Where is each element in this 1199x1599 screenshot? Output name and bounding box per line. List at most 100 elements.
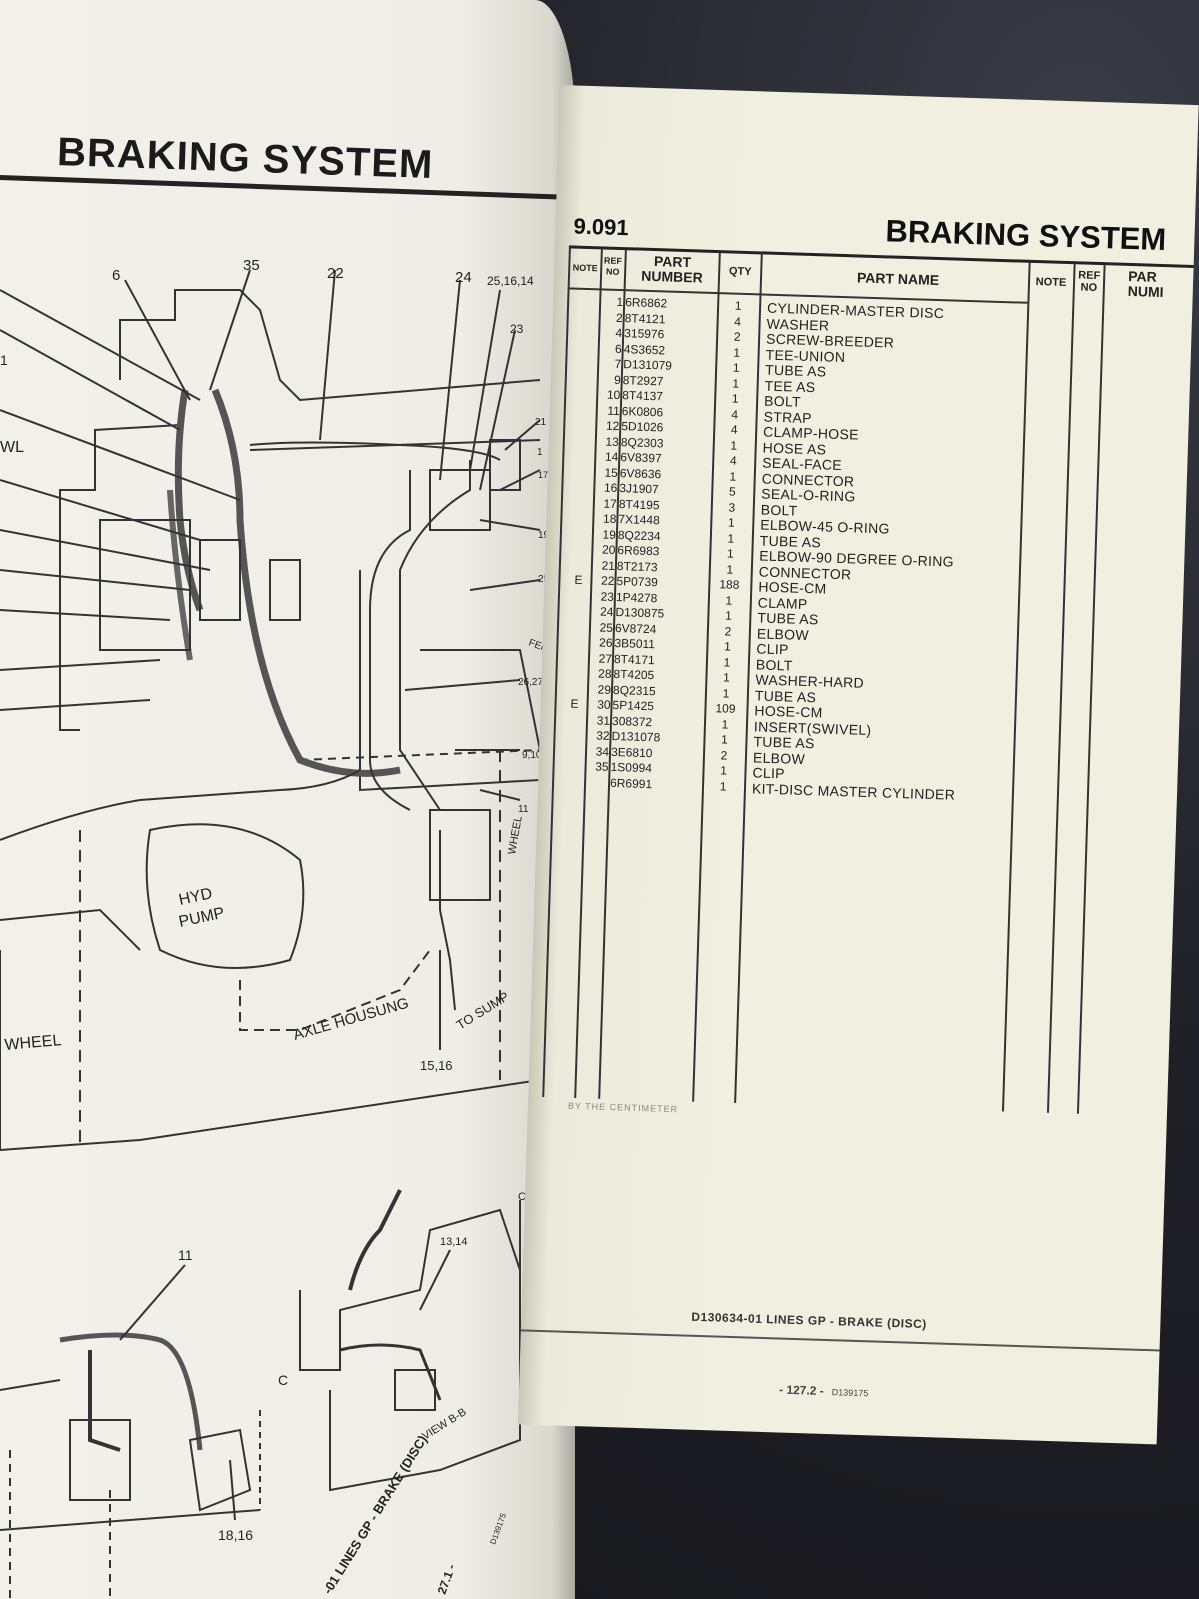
note-cell bbox=[566, 526, 594, 527]
ref-no-cell bbox=[584, 775, 608, 776]
part-name-cell: BOLT bbox=[763, 392, 802, 410]
header-ref-2-2: NO bbox=[1080, 281, 1098, 294]
header-part-2-2: NUMI bbox=[1127, 282, 1164, 301]
qty-cell: 1 bbox=[719, 778, 727, 794]
qty-cell: 3 bbox=[728, 500, 736, 515]
centimeter-note: BY THE CENTIMETER bbox=[567, 1100, 679, 1115]
qty-cell: 1 bbox=[727, 515, 735, 530]
view-bb-label: VIEW B-B bbox=[420, 1406, 468, 1442]
qty-cell: 1 bbox=[732, 376, 740, 391]
ref-no-cell: 20 bbox=[601, 542, 616, 557]
note-cell bbox=[566, 541, 594, 542]
header-note: NOTE bbox=[572, 262, 598, 274]
part-number-cell: 8T4171 bbox=[613, 651, 655, 667]
qty-cell: 1 bbox=[729, 469, 737, 484]
ref-no-cell: 19 bbox=[602, 527, 617, 542]
ref-no-cell: 9 bbox=[613, 372, 621, 387]
note-cell bbox=[570, 402, 598, 403]
ref-no-cell: 25 bbox=[599, 620, 614, 635]
qty-cell: 1 bbox=[721, 716, 729, 732]
part-number-cell: 6R6862 bbox=[624, 295, 668, 311]
part-number-cell: 1S0994 bbox=[610, 759, 653, 776]
diagram-linework bbox=[0, 269, 541, 1599]
header-note-2: NOTE bbox=[1035, 276, 1067, 289]
ref-no-cell: 22 bbox=[600, 573, 615, 588]
qty-cell: 1 bbox=[731, 391, 739, 406]
part-number-cell: 8T2173 bbox=[616, 558, 658, 574]
section-number: 9.091 bbox=[573, 213, 630, 241]
note-cell bbox=[569, 448, 597, 449]
note-cell bbox=[567, 510, 595, 511]
ref-no-cell: 16 bbox=[603, 480, 618, 495]
qty-cell: 1 bbox=[733, 345, 741, 360]
page-code: D139175 bbox=[831, 1387, 869, 1399]
part-name-cell: CLIP bbox=[752, 764, 786, 782]
cut-label-wl: WL bbox=[0, 439, 24, 456]
right-page-footer: D130634-01 LINES GP - BRAKE (DISC) bbox=[691, 1309, 927, 1332]
cut-label-1: 1 bbox=[0, 352, 8, 368]
axle-housing-label: AXLE HOUSUNG bbox=[291, 995, 410, 1044]
callout-19: 19 bbox=[538, 530, 550, 541]
qty-cell: 4 bbox=[731, 407, 739, 422]
ref-no-cell: 35 bbox=[595, 759, 609, 774]
qty-cell: 188 bbox=[719, 577, 740, 592]
part-number-cell: 8Q2234 bbox=[617, 527, 661, 543]
ref-no-cell: 29 bbox=[597, 681, 612, 697]
part-name-cell: BOLT bbox=[760, 501, 798, 519]
note-cell bbox=[560, 727, 588, 728]
ref-no-cell: 32 bbox=[596, 728, 610, 743]
header-ref-2-1: REF bbox=[1078, 269, 1101, 283]
part-number-cell: 8Q2315 bbox=[612, 682, 656, 698]
callout-15-16: 15,16 bbox=[420, 1058, 453, 1073]
note-cell bbox=[558, 774, 586, 775]
qty-cell: 4 bbox=[734, 314, 742, 329]
ref-no-cell: 14 bbox=[604, 449, 619, 465]
part-number-cell: D130875 bbox=[615, 605, 665, 621]
part-number-cell: 6R6983 bbox=[617, 543, 660, 559]
part-name-cell: CLIP bbox=[756, 640, 789, 658]
callout-21: 21 bbox=[535, 417, 547, 428]
note-cell bbox=[572, 340, 600, 341]
part-number-cell: 7X1448 bbox=[618, 512, 660, 528]
part-number-cell: 5P0739 bbox=[616, 574, 659, 590]
callout-35: 35 bbox=[243, 257, 260, 274]
note-cell bbox=[559, 758, 587, 759]
qty-cell: 1 bbox=[719, 763, 728, 778]
wheel-label-right: WHEEL bbox=[506, 815, 525, 856]
part-number-cell: 1P4278 bbox=[615, 589, 658, 605]
ref-no-cell: 1 bbox=[616, 294, 624, 310]
ref-no-cell: 17 bbox=[603, 496, 618, 511]
note-cell: E bbox=[574, 572, 583, 587]
ref-no-cell: 34 bbox=[595, 743, 610, 759]
callout-22: 22 bbox=[327, 265, 344, 282]
callout-18-16: 18,16 bbox=[218, 1527, 253, 1543]
header-part-name: PART NAME bbox=[856, 269, 940, 289]
part-number-cell: D131078 bbox=[611, 728, 661, 745]
callout-23: 23 bbox=[510, 322, 524, 336]
qty-cell: 1 bbox=[727, 530, 735, 546]
parts-table: NOTE REF NO PART NUMBER QTY PART NAME NO… bbox=[542, 247, 1193, 1116]
ref-no-cell: 6 bbox=[614, 341, 622, 356]
ref-no-cell: 18 bbox=[602, 511, 617, 526]
ref-no-cell: 11 bbox=[607, 403, 621, 418]
ref-no-cell: 24 bbox=[599, 604, 614, 619]
note-cell bbox=[564, 603, 592, 604]
part-number-cell: 8T4195 bbox=[618, 496, 660, 512]
part-number-cell: 315976 bbox=[624, 326, 665, 342]
callout-24: 24 bbox=[455, 269, 472, 286]
qty-cell: 1 bbox=[726, 561, 734, 577]
qty-cell: 1 bbox=[722, 685, 730, 701]
diagram-labels: FENDER HYD PUMP AXLE HOUSUNG TO SUMP WHE… bbox=[4, 637, 565, 1596]
qty-cell: 1 bbox=[723, 654, 731, 670]
part-number-cell: 308372 bbox=[611, 713, 653, 729]
part-number-cell: 4S3652 bbox=[623, 341, 666, 357]
part-number-cell: 5P1425 bbox=[612, 697, 655, 714]
qty-cell: 1 bbox=[730, 438, 738, 453]
callout-25-16-14: 25,16,14 bbox=[487, 274, 534, 288]
qty-cell: 4 bbox=[729, 453, 737, 468]
to-sump-label: TO SUMP bbox=[454, 989, 512, 1033]
ref-no-cell: 27 bbox=[598, 651, 613, 666]
part-number-cell: 6V8724 bbox=[614, 620, 657, 636]
note-cell bbox=[560, 712, 588, 713]
part-number-cell: 6R6991 bbox=[609, 775, 653, 791]
